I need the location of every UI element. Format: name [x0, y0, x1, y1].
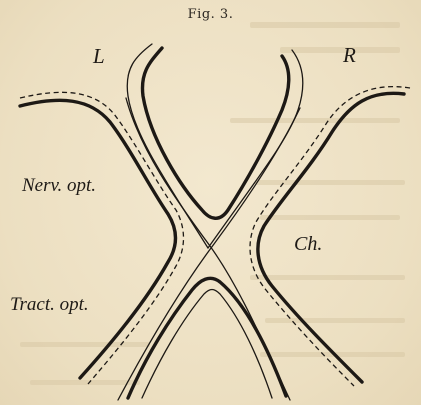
label-right-eye: R	[343, 43, 356, 68]
label-chiasm: Ch.	[294, 233, 322, 256]
right-nerve-outer-border	[258, 93, 404, 382]
label-optic-tract: Tract. opt.	[10, 294, 89, 316]
upper-v-inner-left	[127, 44, 208, 248]
lower-v-outer	[128, 278, 286, 398]
label-left-eye: L	[93, 44, 105, 69]
crossing-fibre-b	[118, 108, 300, 400]
lower-v-inner	[142, 290, 272, 399]
label-optic-nerve: Nerv. opt.	[22, 175, 96, 197]
left-nerve-outer-border	[20, 100, 176, 378]
upper-v-outer	[142, 48, 288, 218]
